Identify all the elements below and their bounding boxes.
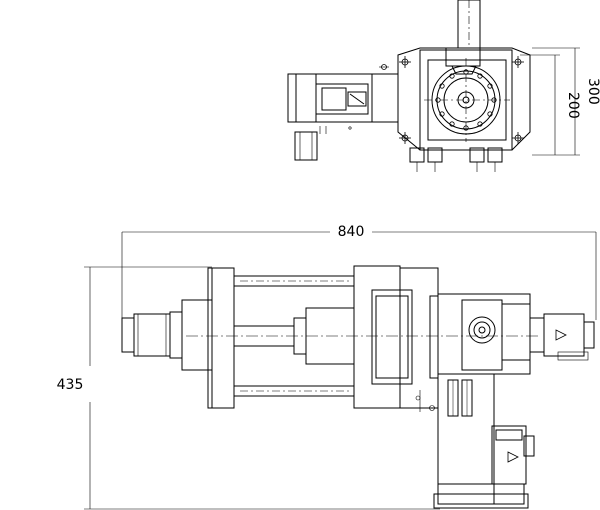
dim-label-435: 435 bbox=[57, 377, 84, 393]
dim-label-200: 200 bbox=[565, 92, 581, 119]
dim-label-300: 300 bbox=[585, 78, 600, 105]
front-view bbox=[84, 231, 597, 510]
top-view bbox=[287, 0, 580, 172]
dim-label-840: 840 bbox=[338, 224, 365, 240]
corner-bolts bbox=[399, 56, 524, 144]
